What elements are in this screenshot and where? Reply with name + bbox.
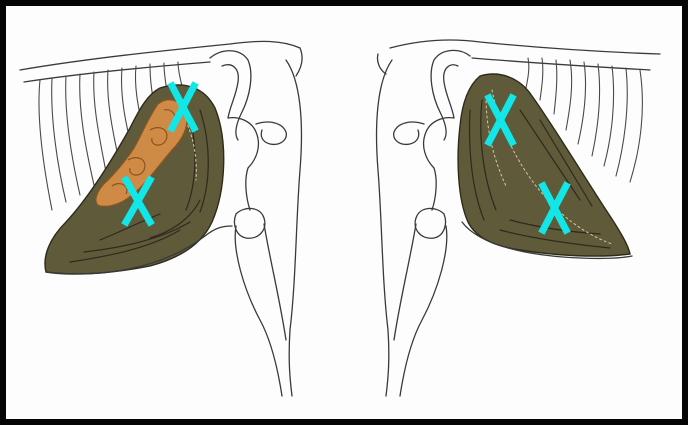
left-leg-inner: [264, 224, 286, 340]
rib: [66, 76, 80, 195]
rib: [616, 68, 627, 176]
rib: [39, 80, 52, 210]
rib: [592, 64, 600, 156]
right-panel: [377, 40, 660, 396]
rib: [94, 72, 106, 172]
rib: [566, 60, 572, 130]
right-leg-inner: [394, 224, 416, 340]
rib: [630, 70, 642, 182]
rib: [108, 70, 118, 156]
right-leg-back: [377, 60, 392, 396]
rib: [554, 60, 557, 114]
rib: [80, 74, 94, 185]
left-spine: [20, 41, 302, 76]
left-humerus: [228, 118, 258, 210]
left-panel: [20, 41, 302, 396]
right-spine-lower: [472, 58, 650, 70]
right-scapula-inner: [444, 65, 458, 118]
rib: [52, 78, 66, 202]
right-spine-tick: [377, 54, 386, 74]
left-scapula-inner: [222, 65, 238, 118]
right-spine: [390, 40, 660, 54]
right-knee-joint: [415, 208, 445, 238]
right-elbow: [394, 122, 424, 144]
left-knee-joint: [234, 208, 264, 238]
left-leg-back: [286, 60, 301, 396]
right-leg-front: [400, 226, 447, 396]
rib: [540, 58, 543, 100]
rib: [604, 66, 614, 166]
left-leg-front: [235, 226, 282, 396]
right-humerus: [424, 118, 454, 210]
left-elbow: [256, 122, 286, 144]
rib: [578, 62, 586, 144]
rib: [178, 62, 182, 86]
